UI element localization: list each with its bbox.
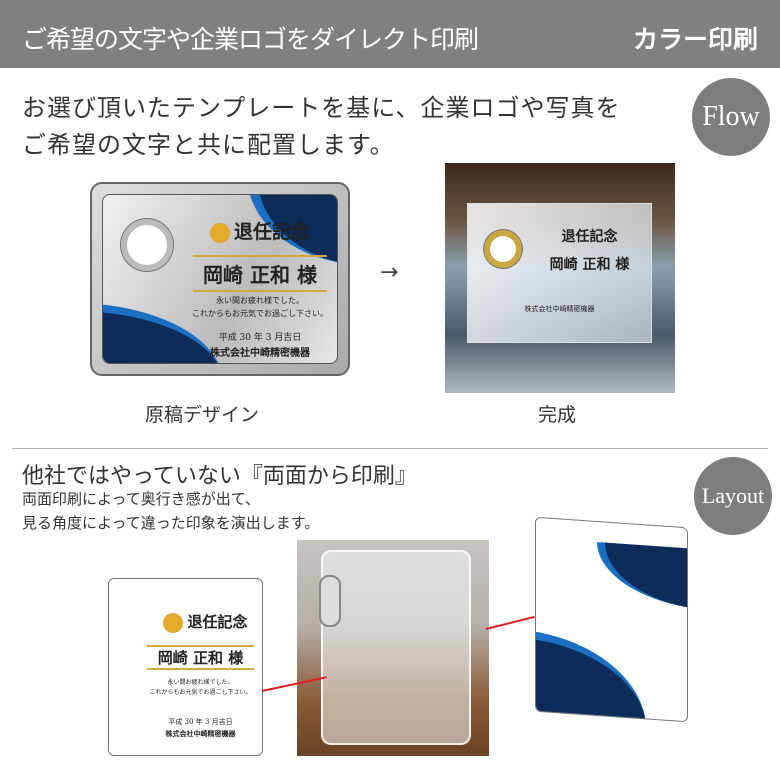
plate-company: 株式会社中崎精密機器 [210,348,310,359]
glass-side-photo [297,540,489,756]
plate-name: 岡崎 正和 様 [193,255,327,292]
header-banner: ご希望の文字や企業ロゴをダイレクト印刷 カラー印刷 [0,0,780,68]
red-arrow-back [485,615,535,630]
arrow-icon: → [380,260,399,285]
plate-msg1: 永い間お疲れ様でした。 [216,296,304,305]
front-plate-date: 平成 30 年 3 月吉日 [168,718,233,726]
layout-text-2: 見る角度によって違った印象を演出します。 [22,514,320,532]
flow-text-2: ご希望の文字と共に配置します。 [22,131,395,159]
design-label: 原稿デザイン [145,404,260,426]
done-label: 完成 [538,404,577,426]
photo-plate-title: 退任記念 [561,229,618,245]
front-print-plate: 退任記念 岡崎 正和 様 永い間お疲れ様でした。 これからもお元気でお過ごし下さ… [108,578,263,756]
finished-product-photo: 退任記念 岡崎 正和 様 株式会社中崎精密機器 [445,163,675,393]
divider [12,448,768,449]
design-plate: 退任記念 岡崎 正和 様 永い間お疲れ様でした。 これからもお元気でお過ごし下さ… [90,182,350,376]
flow-badge: Flow [692,78,770,156]
flow-text-1: お選び頂いたテンプレートを基に、企業ロゴや写真を [22,94,621,122]
photo-plate-name: 岡崎 正和 様 [549,257,630,273]
plate-msg2: これからもお元気でお過ごし下さい。 [192,309,328,318]
header-tag: カラー印刷 [632,25,758,54]
front-plate-msg2: これからもお元気でお過ごし下さい。 [149,689,252,696]
plate-date: 平成 30 年 3 月吉日 [218,333,302,343]
header-title: ご希望の文字や企業ロゴをダイレクト印刷 [22,25,479,54]
front-plate-title: 退任記念 [187,613,248,631]
photo-plate-company: 株式会社中崎精密機器 [524,305,595,313]
layout-text-1: 両面印刷によって奥行き感が出て、 [22,490,261,508]
clock-icon [319,575,341,627]
front-plate-name: 岡崎 正和 様 [147,645,254,670]
front-plate-msg1: 永い間お疲れ様でした。 [167,679,234,686]
front-plate-company: 株式会社中崎精密機器 [165,729,236,738]
plate-title: 退任記念 [233,221,310,243]
layout-badge: Layout [694,457,772,535]
medal-icon [209,223,230,243]
clock-icon [121,219,173,271]
back-print-plate [535,516,688,723]
layout-title: 他社ではやっていない『両面から印刷』 [22,464,417,489]
